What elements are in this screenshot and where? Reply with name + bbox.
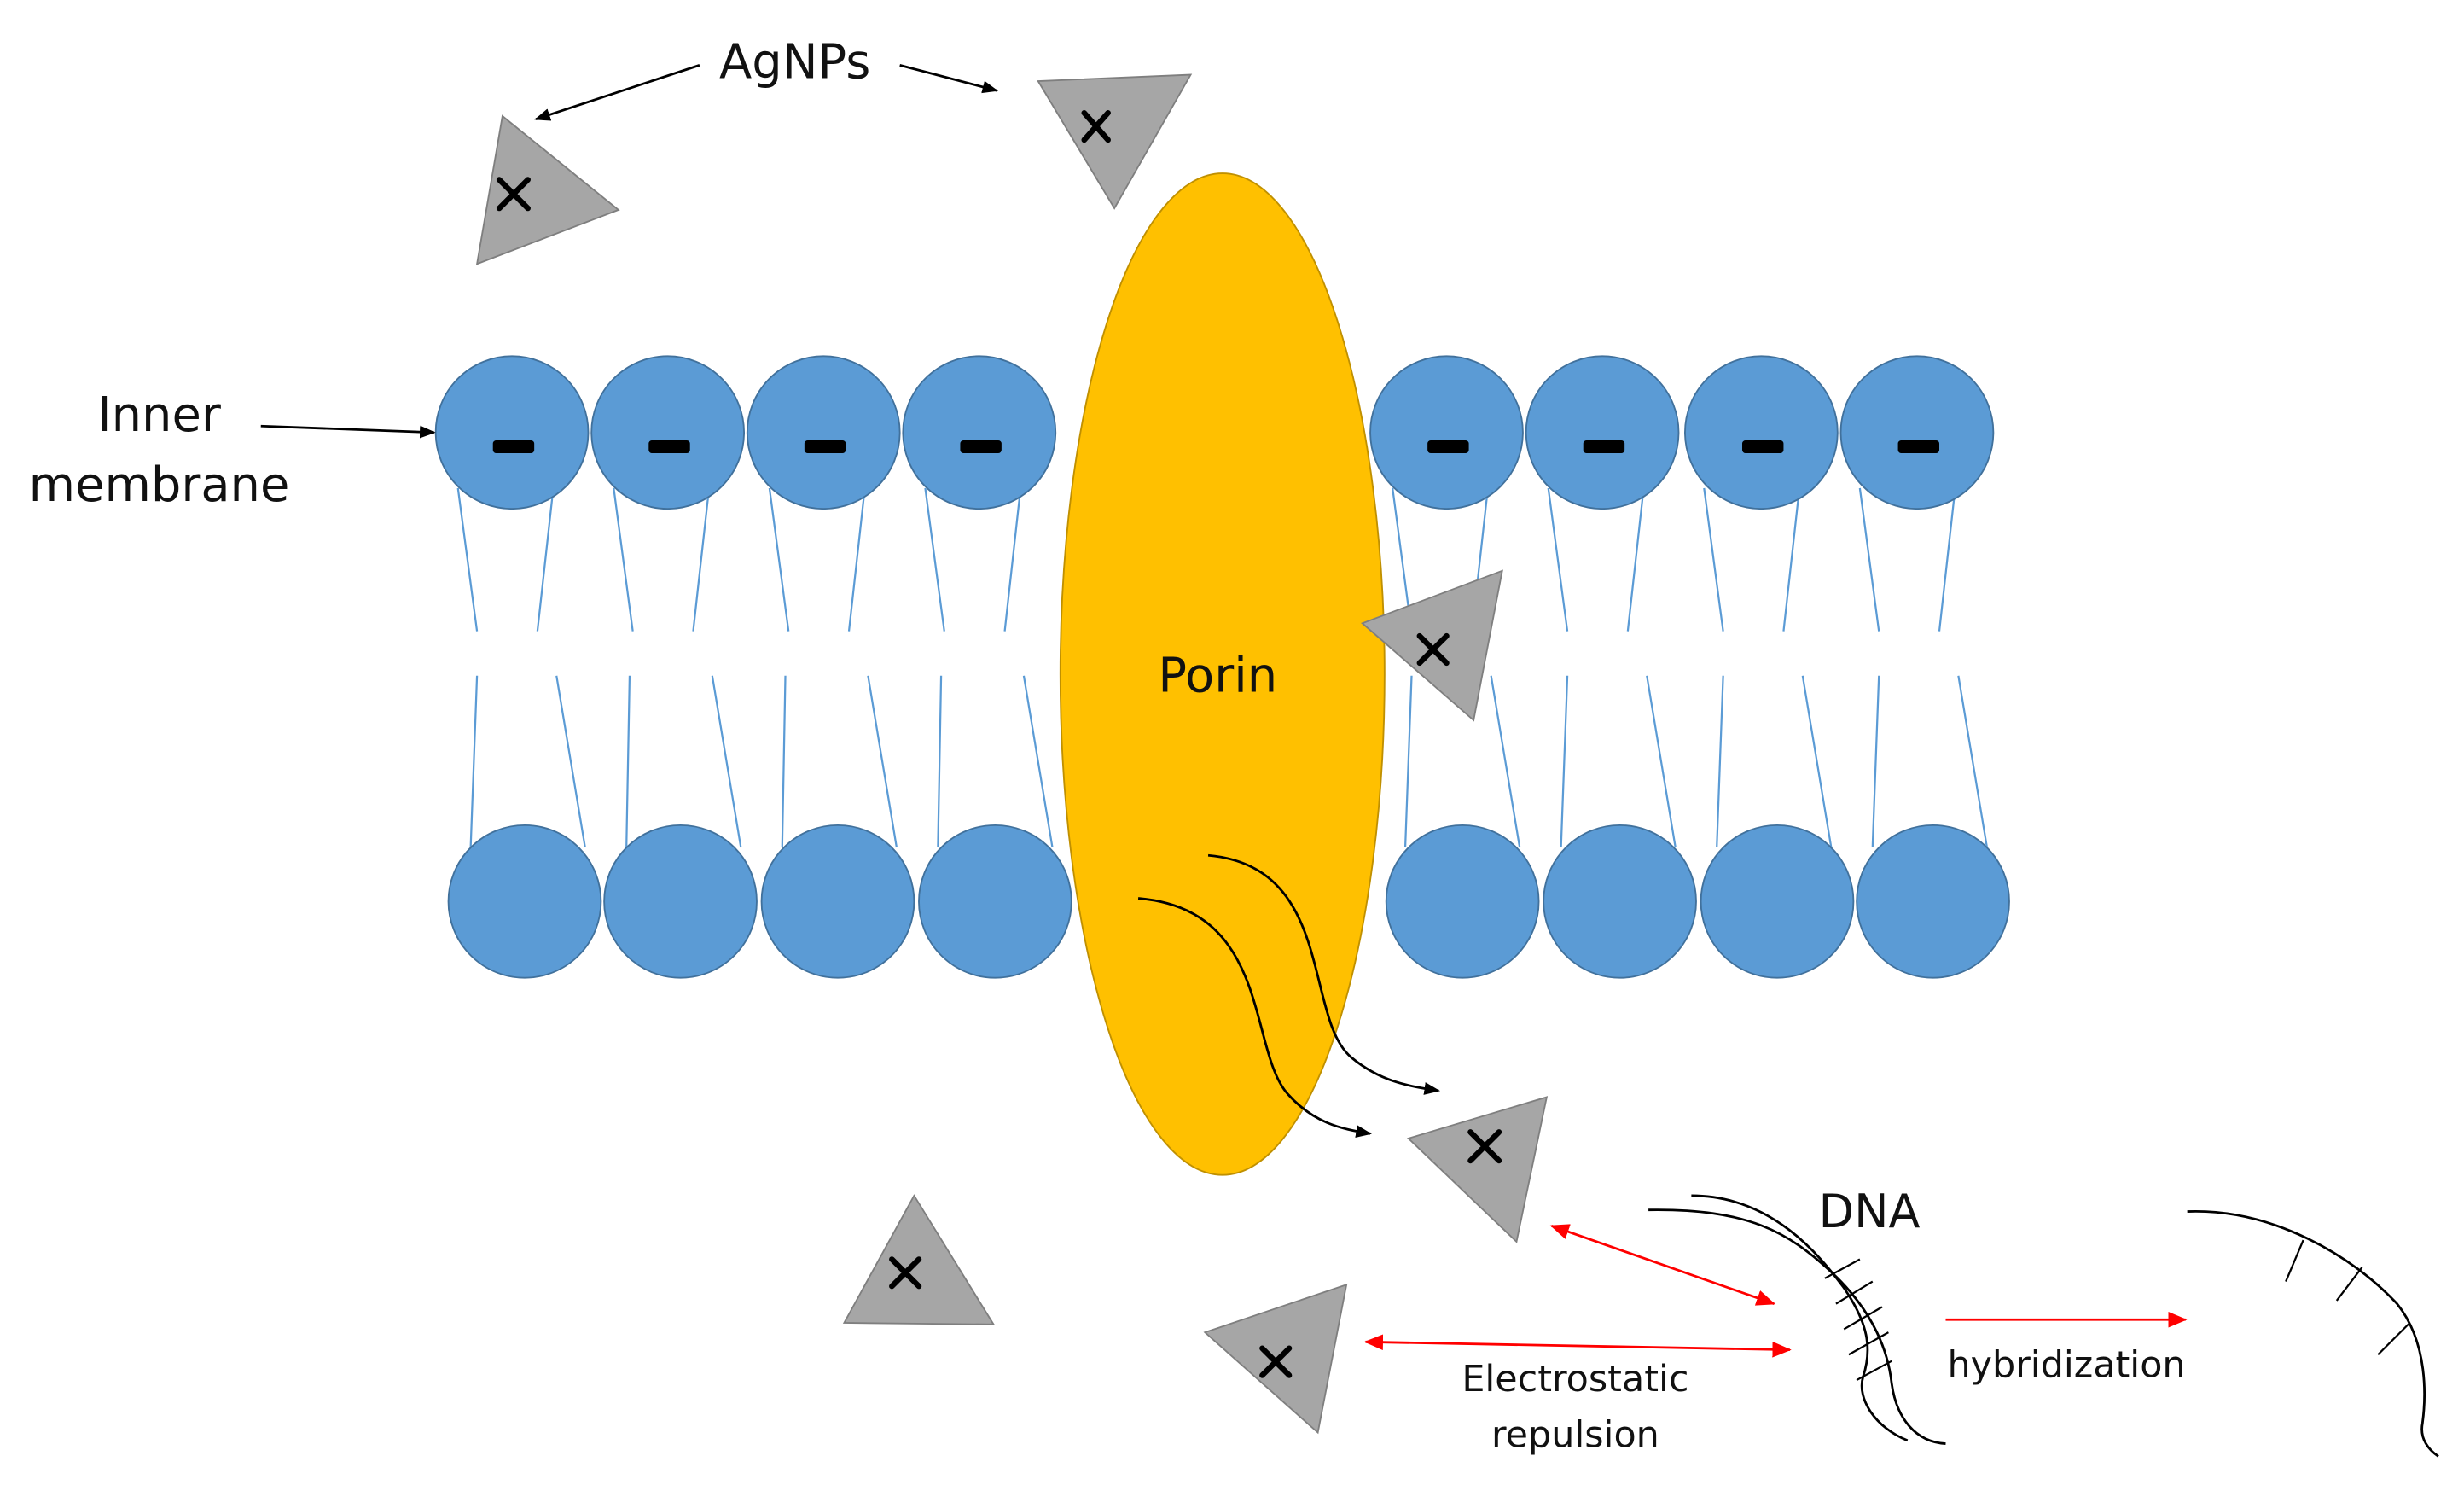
electrostatic-repulsion-label-line1: Electrostatic	[1462, 1358, 1688, 1401]
phospholipid-head	[434, 355, 590, 510]
phospholipid-head	[1839, 355, 1995, 510]
transport-paths	[1137, 853, 1441, 1138]
negative-charge-symbol	[1427, 440, 1469, 453]
porin-label: Porin	[1158, 648, 1277, 703]
lipid-tails	[456, 487, 1989, 848]
agnp-triangle	[1037, 73, 1193, 210]
phospholipid-head	[918, 824, 1072, 979]
repulsion-arrow-lower	[1363, 1334, 1792, 1358]
phospholipid-head	[1369, 355, 1524, 510]
negative-charge-symbol	[1742, 440, 1784, 453]
negative-charge-symbol	[804, 440, 846, 453]
repulsion-arrows	[1363, 1224, 2188, 1358]
phospholipid-head	[1525, 355, 1680, 510]
phospholipid-head	[1856, 824, 2010, 979]
phospholipid-head	[1385, 824, 1540, 979]
negative-charge-symbol	[648, 440, 690, 453]
inner-membrane-upper-heads	[434, 355, 1995, 510]
pointer-arrows	[260, 64, 999, 439]
hybridization-label: hybridization	[1948, 1343, 2186, 1386]
agnp-triangle	[475, 114, 620, 265]
agnps-label: AgNPs	[719, 34, 870, 90]
agnps-arrow-right	[899, 64, 999, 94]
phospholipid-head	[1700, 824, 1855, 979]
inner-membrane-label-line1: Inner	[97, 387, 221, 443]
negative-charge-symbol	[492, 440, 535, 453]
phospholipid-head	[760, 824, 915, 979]
inner-membrane-arrow	[260, 424, 436, 439]
agnp-triangle	[842, 1194, 996, 1325]
agnp-triangle	[1360, 569, 1503, 722]
dna-single-strand-bases	[2285, 1239, 2411, 1356]
agnp-particles	[475, 73, 1549, 1435]
dna-label: DNA	[1819, 1185, 1921, 1238]
transport-curve-upper	[1207, 853, 1441, 1095]
phospholipid-head	[1684, 355, 1839, 510]
negative-charges	[492, 440, 1940, 453]
dna-base-pairs	[1824, 1258, 1892, 1382]
dna-double-strand	[1648, 1194, 1946, 1445]
negative-charge-symbol	[1583, 440, 1625, 453]
agnps-arrow-left	[534, 64, 700, 121]
electrostatic-repulsion-label-line2: repulsion	[1491, 1413, 1659, 1456]
agnp-triangle	[1203, 1283, 1348, 1435]
phospholipid-head	[746, 355, 901, 510]
agnp-triangle	[1406, 1096, 1549, 1243]
inner-membrane-lower-heads	[447, 824, 2010, 979]
inner-membrane-label-line2: membrane	[29, 457, 290, 513]
transport-curve-lower	[1137, 897, 1372, 1138]
phospholipid-head	[447, 824, 602, 979]
phospholipid-head	[902, 355, 1057, 510]
phospholipid-head	[603, 824, 758, 979]
phospholipid-head	[590, 355, 746, 510]
repulsion-arrow-upper	[1549, 1224, 1776, 1306]
phospholipid-head	[1543, 824, 1697, 979]
dna-single-strand	[2187, 1210, 2439, 1458]
negative-charge-symbol	[960, 440, 1002, 453]
porin-channel	[1059, 172, 1386, 1176]
negative-charge-symbol	[1897, 440, 1940, 453]
